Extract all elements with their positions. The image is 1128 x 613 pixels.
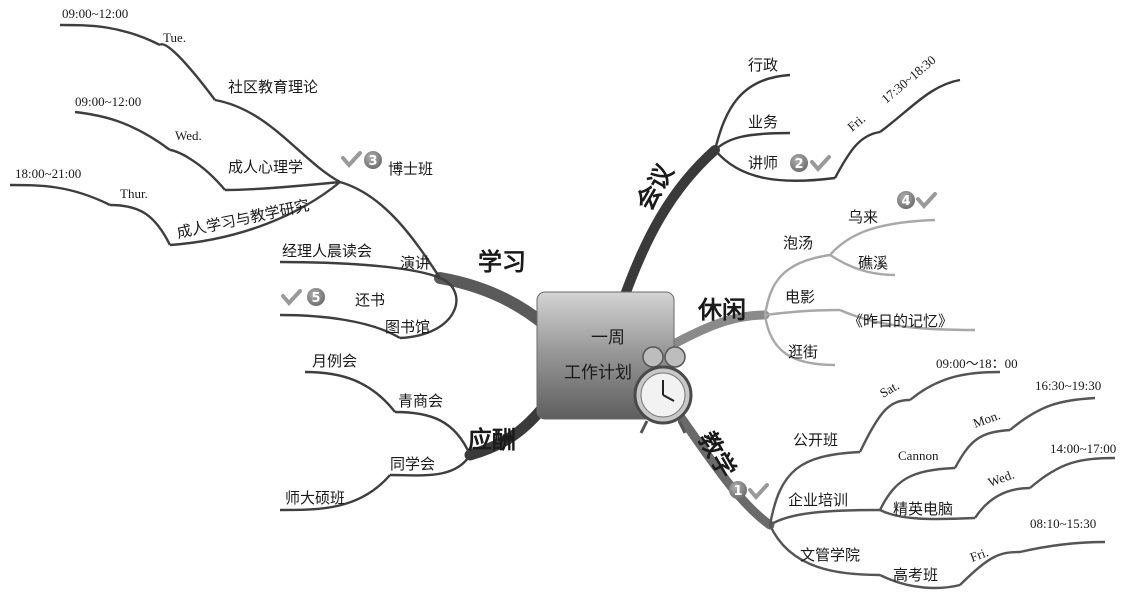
label-college: 文管学院 [800, 546, 860, 564]
center-title-line1: 一周 [591, 328, 625, 348]
label-adult-research: 成人学习与教学研究 [175, 196, 311, 242]
svg-text:2: 2 [794, 157, 803, 172]
check-icon [916, 192, 937, 210]
label-youth-club: 青商会 [398, 392, 443, 410]
label-phd: 博士班 [388, 160, 433, 178]
label-library: 图书馆 [385, 318, 430, 336]
label-shopping: 逛街 [788, 343, 818, 361]
label-corporate-training: 企业培训 [788, 491, 848, 509]
badge-1: 1 [729, 481, 747, 499]
branch-teaching-title: 教学 [693, 427, 742, 483]
label-movie: 电影 [785, 288, 815, 306]
badge-5: 5 [307, 288, 325, 306]
branch-leisure [667, 310, 770, 350]
label-community-education: 社区教育理论 [228, 78, 318, 96]
label-open-time: 09:00～18：00 [936, 356, 1018, 371]
check-icon [281, 289, 302, 307]
label-gaokao-time: 08:10~15:30 [1030, 516, 1096, 531]
label-business: 业务 [748, 113, 778, 131]
label-gaokao-day: Fri. [968, 544, 990, 564]
badge-2: 2 [790, 154, 808, 172]
branch-teaching [667, 400, 775, 530]
label-lecturer-time: 17:30~18:30 [878, 52, 938, 106]
label-hot-spring: 泡汤 [783, 234, 813, 252]
label-return-books: 还书 [355, 291, 385, 309]
branch-meeting [620, 145, 720, 300]
branch-leisure-title: 休闲 [697, 295, 746, 324]
badge-4: 4 [897, 191, 915, 209]
label-speech: 演讲 [400, 254, 430, 272]
label-monthly-meeting: 月例会 [312, 352, 357, 370]
label-wulai: 乌来 [848, 208, 878, 226]
label-gaokao-class: 高考班 [893, 566, 938, 584]
svg-text:4: 4 [901, 194, 910, 209]
center-title-line2: 工作计划 [564, 363, 632, 383]
meeting-lines [713, 73, 961, 182]
label-jiaoxi: 礁溪 [858, 254, 888, 272]
study-lines [9, 23, 458, 340]
check-icon [341, 151, 362, 169]
label-elite-computer: 精英电脑 [893, 500, 953, 518]
label-lecturer-day: Fri. [844, 111, 868, 134]
label-reading-club: 经理人晨读会 [282, 242, 372, 260]
alarm-clock-icon [633, 346, 693, 434]
label-community-time: 09:00~12:00 [62, 6, 128, 21]
label-elite-day: Wed. [986, 467, 1016, 490]
badge-3: 3 [364, 151, 382, 169]
branch-study [434, 272, 551, 331]
label-adult-research-day: Thur. [120, 186, 148, 201]
label-adult-psychology: 成人心理学 [228, 158, 303, 176]
leisure-lines [763, 218, 976, 367]
label-cannon-time: 16:30~19:30 [1035, 378, 1101, 393]
check-icon [810, 155, 831, 173]
branch-social-title: 应酬 [468, 425, 516, 454]
label-lecturer: 讲师 [748, 154, 778, 172]
label-open-class: 公开班 [793, 431, 838, 449]
label-classmates: 同学会 [390, 455, 435, 473]
label-cannon: Cannon [898, 448, 939, 463]
branch-study-title: 学习 [478, 247, 526, 276]
label-admin: 行政 [748, 56, 778, 74]
label-community-day: Tue. [163, 30, 186, 45]
label-cannon-day: Mon. [971, 407, 1002, 431]
label-adult-psych-time: 09:00~12:00 [75, 94, 141, 109]
label-adult-research-time: 18:00~21:00 [15, 166, 81, 181]
svg-text:1: 1 [733, 484, 742, 499]
svg-text:5: 5 [311, 291, 320, 306]
svg-text:3: 3 [368, 154, 377, 169]
label-movie-title: 《昨日的记忆》 [848, 312, 953, 330]
label-elite-time: 14:00~17:00 [1050, 441, 1116, 456]
label-masters-class: 师大硕班 [285, 489, 345, 507]
check-icon [748, 483, 769, 501]
label-open-day: Sat. [877, 378, 902, 401]
teaching-lines [768, 370, 1116, 590]
social-lines [279, 370, 472, 512]
label-adult-psych-day: Wed. [175, 128, 202, 143]
